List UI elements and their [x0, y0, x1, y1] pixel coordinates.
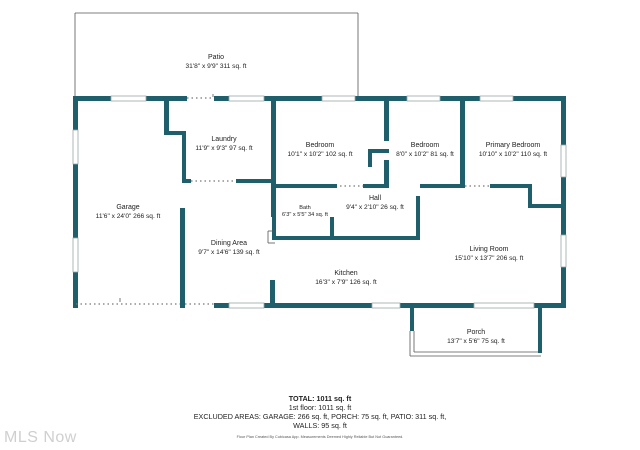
room-kitchen: Kitchen 16'3" x 7'9" 126 sq. ft [315, 270, 377, 286]
room-dining-area: Dining Area 9'7" x 14'6" 139 sq. ft [198, 240, 260, 256]
room-name: Garage [116, 204, 139, 211]
room-bedroom-2: Bedroom 8'0" x 10'2" 81 sq. ft [396, 142, 454, 158]
room-name: Patio [208, 54, 224, 61]
room-dims: 6'3" x 5'5" 34 sq. ft [282, 212, 328, 218]
room-garage: Garage 11'6" x 24'0" 266 sq. ft [96, 204, 161, 220]
room-name: Porch [467, 329, 485, 336]
room-dims: 31'8" x 9'9" 311 sq. ft [186, 63, 247, 70]
room-primary-bedroom: Primary Bedroom 10'10" x 10'2" 110 sq. f… [479, 142, 547, 158]
watermark-logo: MLS Now [4, 429, 77, 446]
room-dims: 15'10" x 13'7" 206 sq. ft [455, 255, 524, 262]
room-bedroom-1: Bedroom 10'1" x 10'2" 102 sq. ft [287, 142, 352, 158]
room-name: Bedroom [306, 142, 335, 149]
room-laundry: Laundry 11'9" x 9'3" 97 sq. ft [195, 136, 252, 152]
room-dims: 9'7" x 14'6" 139 sq. ft [198, 249, 260, 256]
room-name: Bath [299, 205, 311, 211]
room-name: Kitchen [334, 270, 357, 277]
room-dims: 8'0" x 10'2" 81 sq. ft [396, 151, 454, 158]
room-dims: 16'3" x 7'9" 126 sq. ft [315, 279, 377, 286]
room-name: Dining Area [211, 240, 247, 247]
room-name: Living Room [470, 246, 509, 253]
room-dims: 10'10" x 10'2" 110 sq. ft [479, 151, 547, 158]
doors [76, 94, 490, 305]
total-area: TOTAL: 1011 sq. ft [288, 394, 352, 403]
room-name: Primary Bedroom [486, 142, 541, 149]
credit-line: Floor Plan Created By Cubicasa App. Meas… [236, 435, 404, 439]
room-hall: Hall 9'4" x 2'10" 26 sq. ft [346, 195, 404, 211]
room-name: Hall [369, 195, 382, 202]
room-dims: 10'1" x 10'2" 102 sq. ft [287, 151, 352, 158]
room-dims: 11'9" x 9'3" 97 sq. ft [195, 145, 252, 152]
room-dims: 13'7" x 5'6" 75 sq. ft [447, 338, 505, 345]
room-patio: Patio 31'8" x 9'9" 311 sq. ft [186, 54, 247, 70]
room-living-room: Living Room 15'10" x 13'7" 206 sq. ft [455, 246, 524, 262]
excluded-areas: EXCLUDED AREAS: GARAGE: 266 sq. ft, PORC… [193, 412, 447, 421]
walls [73, 96, 566, 353]
porch-outline [409, 331, 541, 357]
windows [72, 95, 567, 309]
room-name: Laundry [211, 136, 237, 143]
floor-area: 1st floor: 1011 sq. ft [288, 403, 352, 412]
room-bath: Bath 6'3" x 5'5" 34 sq. ft [282, 205, 328, 218]
room-dims: 9'4" x 2'10" 26 sq. ft [346, 204, 404, 211]
room-dims: 11'6" x 24'0" 266 sq. ft [96, 213, 161, 220]
walls-area: WALLS: 95 sq. ft [293, 421, 347, 430]
room-porch: Porch 13'7" x 5'6" 75 sq. ft [447, 329, 505, 345]
room-name: Bedroom [411, 142, 440, 149]
patio-outline [74, 12, 359, 97]
